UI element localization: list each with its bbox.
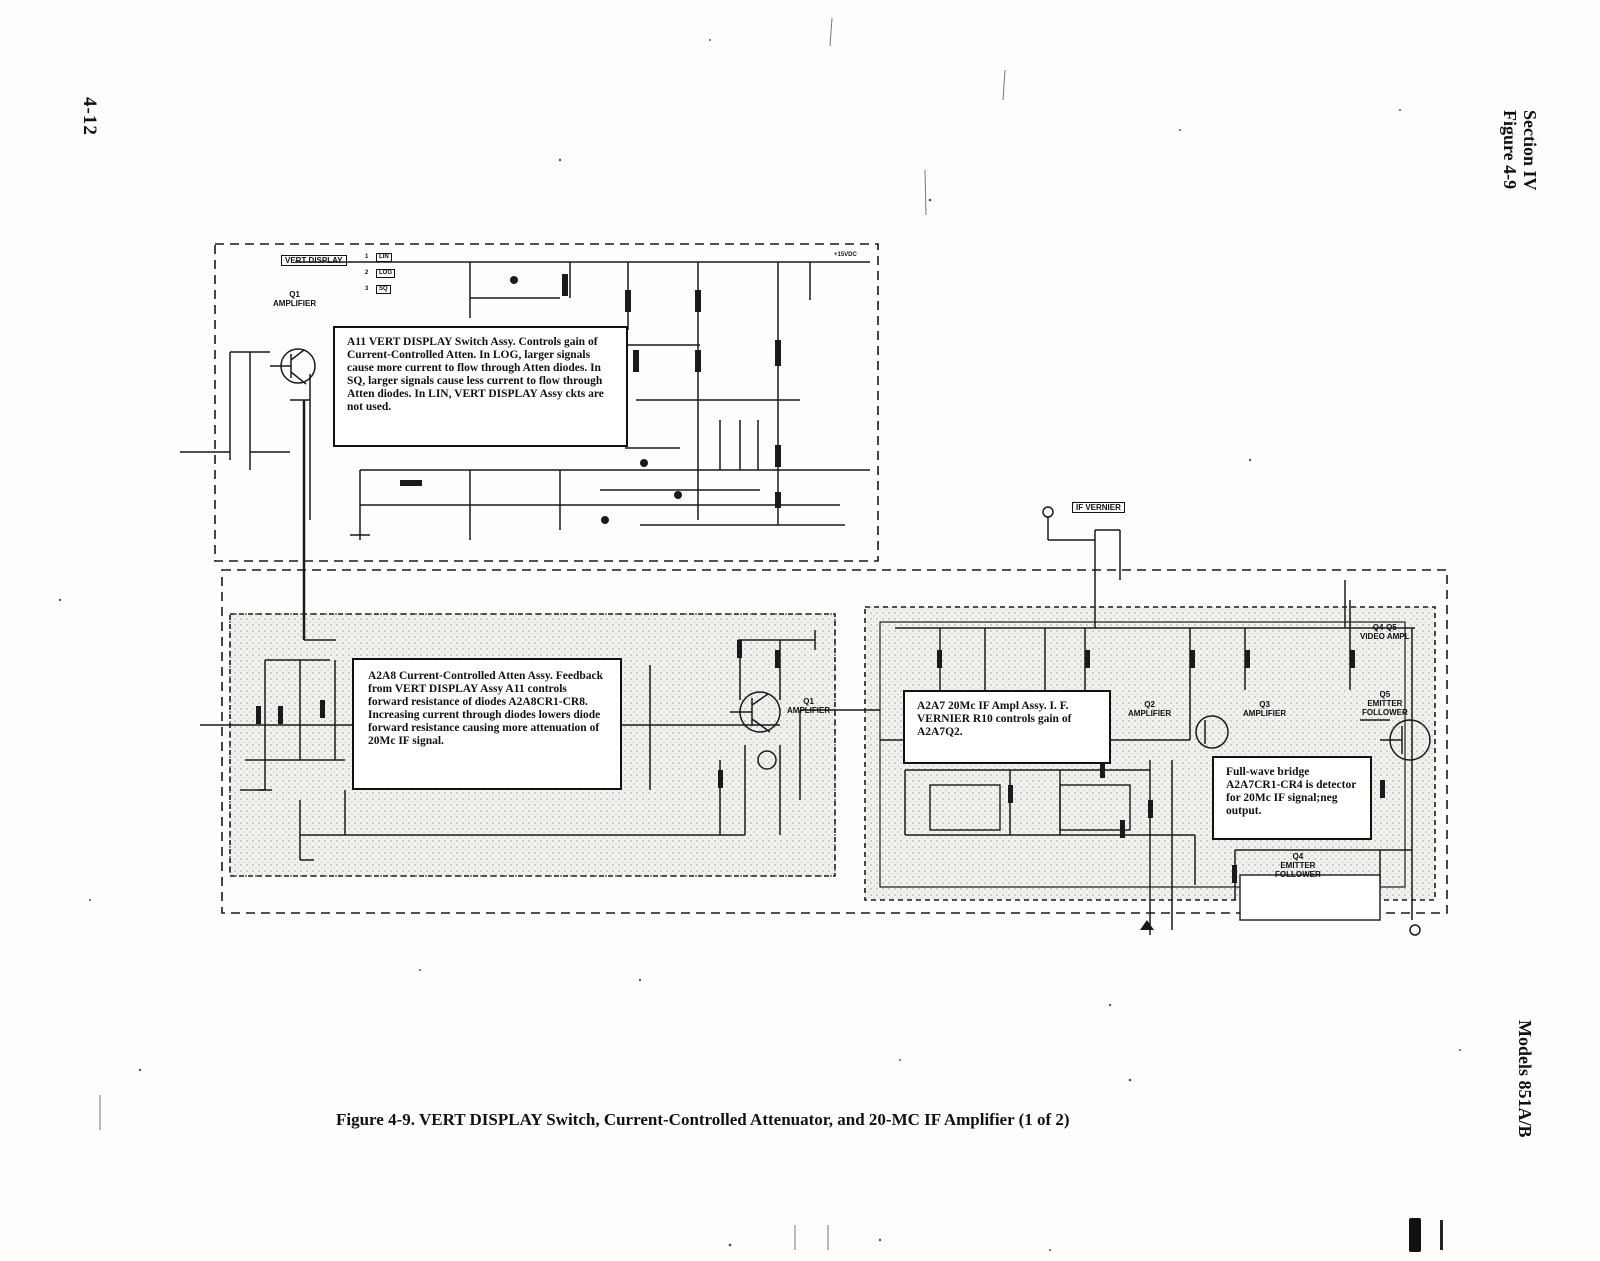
figure-caption: Figure 4-9. VERT DISPLAY Switch, Current… xyxy=(336,1110,1070,1129)
switch-sq: SQ xyxy=(376,285,391,294)
q2-label: Q2 AMPLIFIER xyxy=(1128,700,1172,718)
q5-label: Q5 EMITTER FOLLOWER xyxy=(1362,690,1408,717)
switch-lin: LIN xyxy=(376,253,392,262)
vert-display-tag: VERT DISPLAY xyxy=(281,255,347,266)
a2a8-callout: A2A8 Current-Controlled Atten Assy. Feed… xyxy=(352,658,622,790)
binding-mark xyxy=(1409,1218,1421,1252)
switch-position-3: 3 xyxy=(365,286,369,292)
switch-log: LOG xyxy=(376,269,395,278)
switch-position-1: 1 xyxy=(365,254,369,260)
bridge-callout: Full-wave bridge A2A7CR1-CR4 is detector… xyxy=(1212,756,1372,840)
q3-label: Q3 AMPLIFIER xyxy=(1243,700,1287,718)
q4q5-label: Q4-Q5 VIDEO AMPL xyxy=(1360,623,1410,641)
a11-callout: A11 VERT DISPLAY Switch Assy. Controls g… xyxy=(333,326,628,447)
plus15vdc-label: +15VDC xyxy=(834,252,857,258)
if-vernier-tag: IF VERNIER xyxy=(1072,502,1125,513)
binding-mark-thin xyxy=(1440,1220,1443,1250)
q1-amplifier-label: Q1 AMPLIFIER xyxy=(273,290,317,308)
a2a8-q1-label: Q1 AMPLIFIER xyxy=(787,697,831,715)
switch-position-2: 2 xyxy=(365,270,369,276)
q4-label: Q4 EMITTER FOLLOWER xyxy=(1275,852,1321,879)
a2a7-callout: A2A7 20Mc IF Ampl Assy. I. F. VERNIER R1… xyxy=(903,690,1111,764)
a11-assembly-box xyxy=(214,243,879,562)
a2-rf-assembly-box xyxy=(221,569,1448,914)
